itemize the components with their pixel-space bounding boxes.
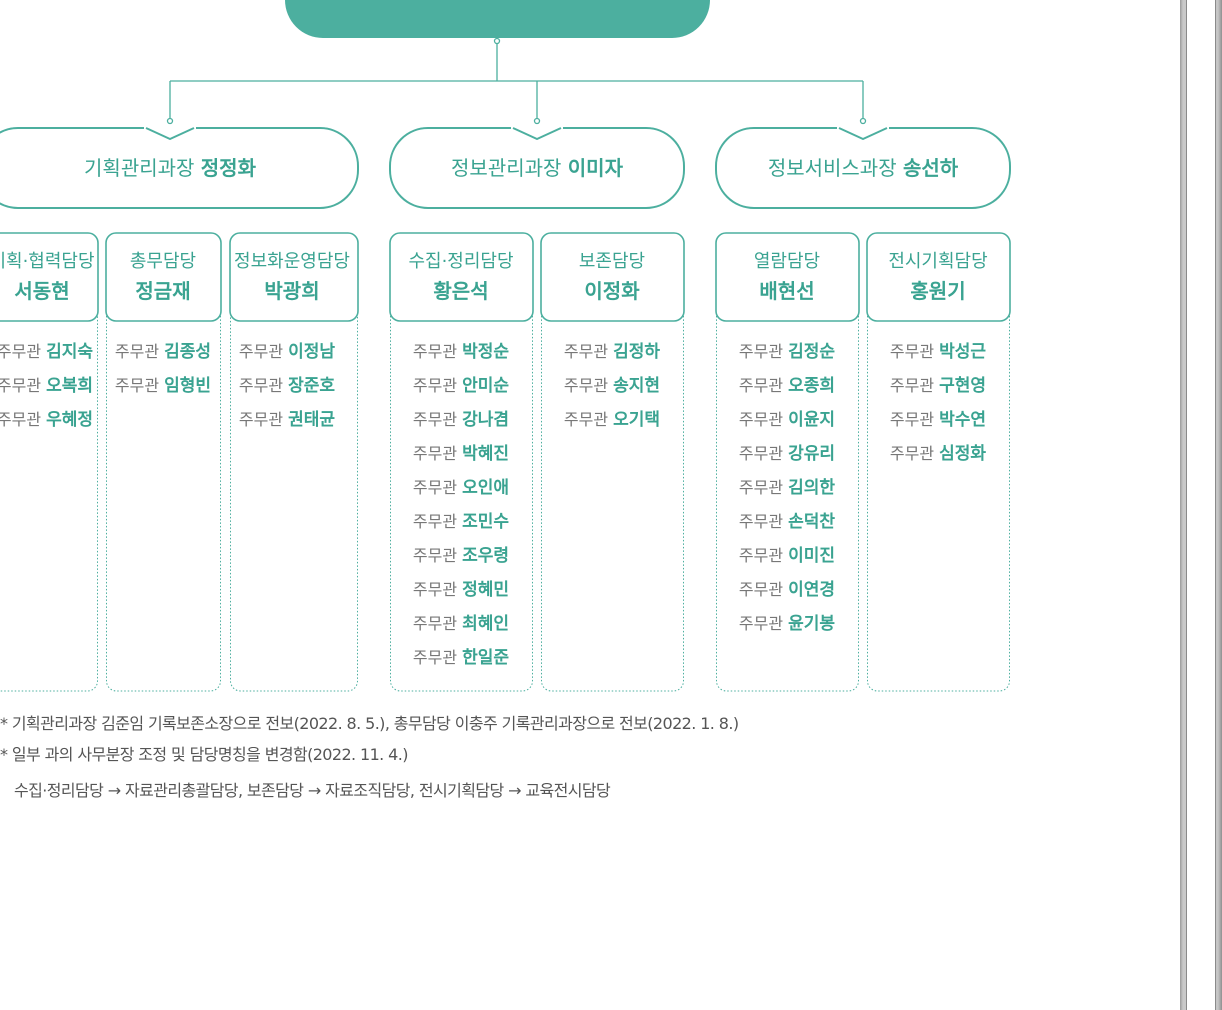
team-head: 황은석: [433, 279, 488, 303]
team-member: 주무관 오복희: [0, 376, 93, 396]
team-member: 주무관 구현영: [890, 376, 986, 396]
team-member: 주무관 오인애: [413, 478, 509, 498]
team-member: 주무관 조민수: [413, 512, 510, 532]
org-chart-page: 기획관리과장 정정화 정보관리과장 이미자 정보서비스과장 송선하 기획·협력담당서…: [0, 0, 1011, 800]
team-member: 주무관 김종성: [115, 342, 211, 362]
team-title: 보존담당: [579, 251, 645, 272]
team-member: 주무관 심정화: [890, 444, 987, 464]
team-member: 주무관 임형빈: [115, 375, 211, 396]
team-head: 박광희: [264, 279, 319, 303]
team-head: 배현선: [759, 279, 814, 303]
team-member: 주무관 정혜민: [413, 580, 509, 600]
team-member: 주무관 최혜인: [413, 614, 509, 634]
org-chart: 기획관리과장 정정화 정보관리과장 이미자 정보서비스과장 송선하 기획·협력담당서…: [0, 0, 1011, 692]
note-2: * 일부 과의 사무분장 조정 및 담당명칭을 변경함(2022. 11. 4.…: [0, 745, 408, 764]
team-member: 주무관 강나겸: [413, 410, 509, 430]
division-label: 기획관리과장 정정화: [84, 156, 257, 180]
team-member: 주무관 송지현: [564, 376, 660, 396]
team-member: 주무관 윤기봉: [739, 614, 836, 634]
team-member: 주무관 박수연: [890, 410, 986, 430]
team-member: 주무관 김정순: [739, 342, 836, 362]
scrollbar-thumb[interactable]: [1186, 0, 1216, 1010]
team-member: 주무관 김정하: [564, 342, 661, 362]
team-member: 주무관 손덕찬: [739, 512, 836, 532]
team-member: 주무관 강유리: [739, 444, 835, 464]
team-title: 총무담당: [130, 251, 196, 272]
team-member: 주무관 우혜정: [0, 410, 93, 430]
team-title: 수집·정리담당: [408, 251, 513, 272]
team-member: 주무관 장준호: [239, 376, 336, 396]
team-member: 주무관 한일준: [413, 648, 510, 668]
team-head: 홍원기: [910, 279, 965, 303]
team-member: 주무관 박혜진: [413, 444, 509, 464]
team-member: 주무관 조우령: [413, 545, 509, 566]
team-member: 주무관 이미진: [739, 546, 835, 566]
division-box: 정보관리과장 이미자: [389, 125, 685, 209]
team-title: 전시기획담당: [888, 251, 987, 272]
division-label: 정보관리과장 이미자: [451, 156, 624, 180]
team-member: 주무관 김지숙: [0, 342, 93, 362]
team-member: 주무관 김의한: [739, 478, 836, 498]
team-member: 주무관 권태균: [239, 410, 336, 430]
team-title: 기획·협력담당: [0, 251, 95, 272]
team-member: 주무관 이연경: [739, 580, 835, 600]
team-member: 주무관 오종희: [739, 376, 835, 396]
team-member: 주무관 이윤지: [739, 410, 835, 430]
team-title: 열람담당: [754, 251, 820, 272]
team-member: 주무관 오기택: [564, 410, 660, 430]
team-head: 서동현: [14, 279, 69, 303]
division-box: 기획관리과장 정정화: [0, 125, 359, 209]
note-3: 수집·정리담당 → 자료관리총괄담당, 보존담당 → 자료조직담당, 전시기획담…: [14, 781, 611, 800]
connector-lines: [166, 37, 867, 125]
team-head: 이정화: [584, 279, 640, 303]
director-box: [285, 0, 710, 38]
division-box: 정보서비스과장 송선하: [715, 125, 1011, 209]
team-member: 주무관 이정남: [239, 342, 336, 362]
team-member: 주무관 박성근: [890, 342, 987, 362]
team-head: 정금재: [135, 279, 190, 303]
division-label: 정보서비스과장 송선하: [768, 156, 959, 180]
note-1: * 기획관리과장 김준임 기록보존소장으로 전보(2022. 8. 5.), 총…: [0, 714, 739, 733]
team-title: 정보화운영담당: [234, 251, 350, 272]
team-member: 주무관 박정순: [413, 342, 510, 362]
team-member: 주무관 안미순: [413, 376, 510, 396]
